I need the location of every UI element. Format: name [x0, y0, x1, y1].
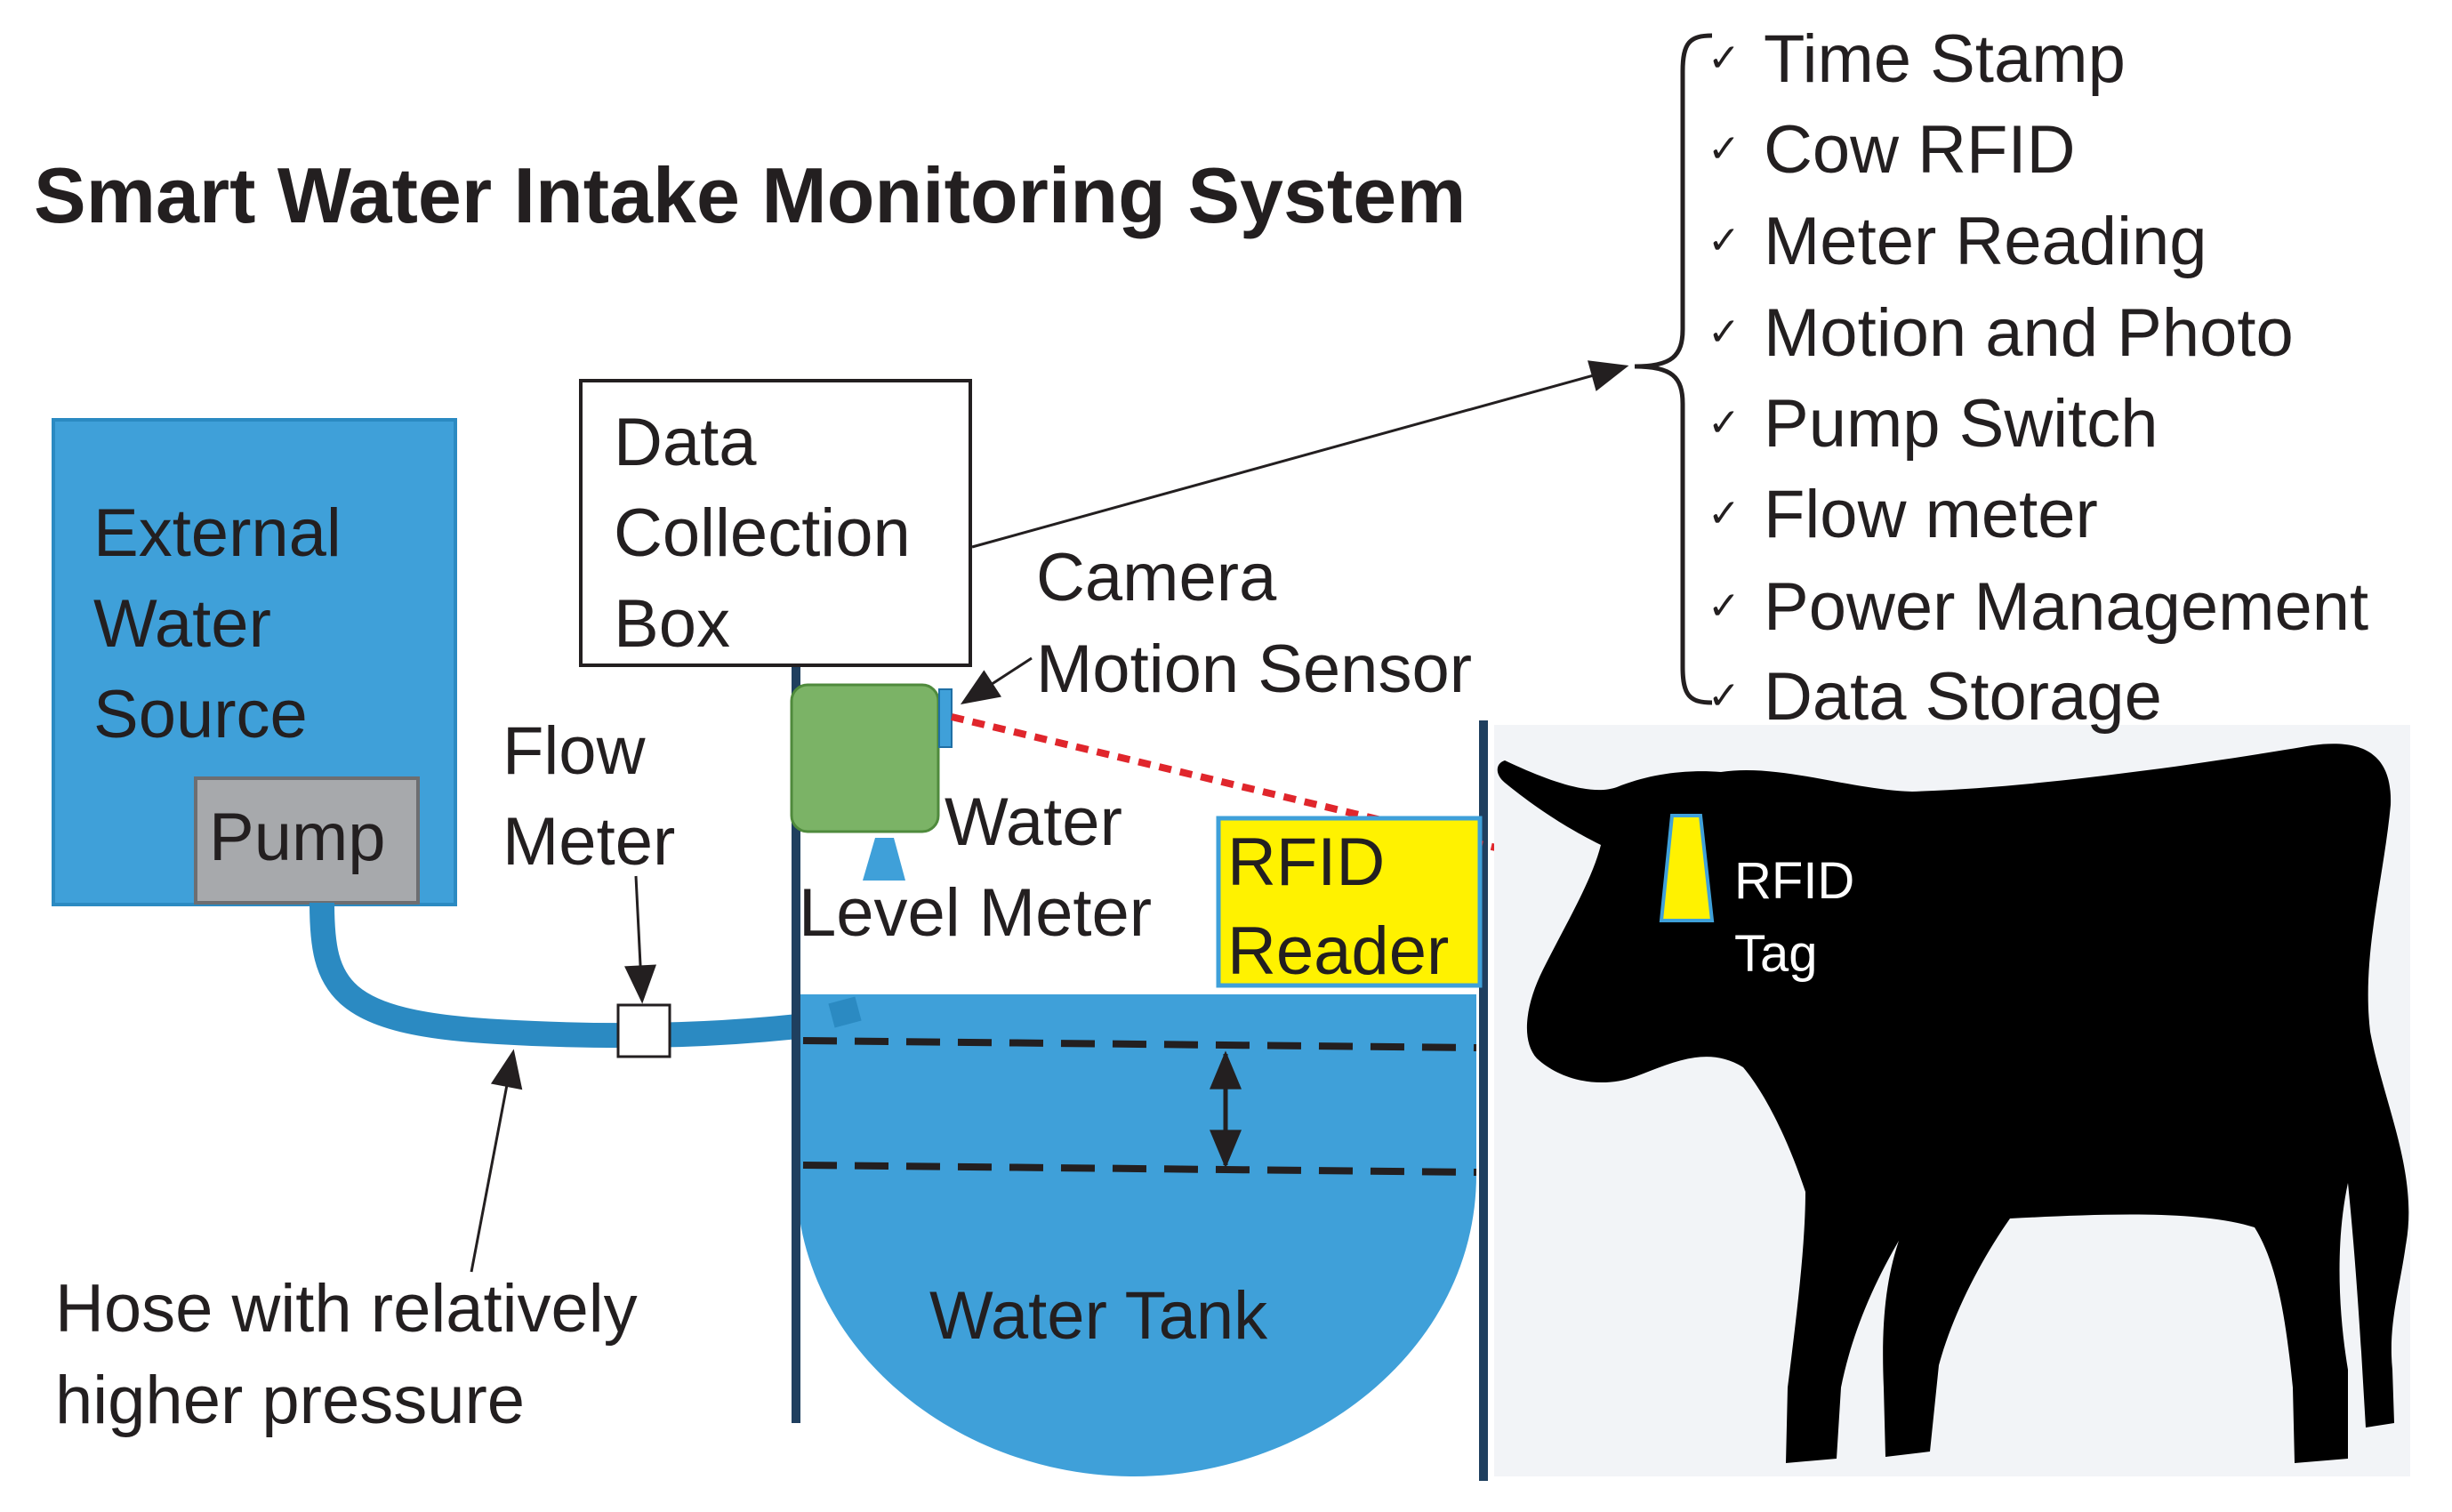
rfid-reader-label-1: RFID [1227, 824, 1385, 900]
feature-list-brace [1634, 33, 1713, 705]
check-icon: ✓ [1708, 127, 1741, 171]
check-icon: ✓ [1708, 492, 1741, 535]
camera-label-1: Camera [1036, 540, 1277, 615]
feature-item-cow-rfid: Cow RFID [1764, 112, 2075, 188]
rfid-reader-box [1216, 816, 1483, 988]
flow-meter-box [616, 1003, 671, 1058]
check-icon: ✓ [1708, 401, 1741, 445]
check-icon: ✓ [1708, 584, 1741, 628]
camera-label-2: Motion Sensor [1036, 631, 1472, 707]
flow-meter-label-1: Flow [502, 713, 647, 789]
page-title: Smart Water Intake Monitoring System [34, 151, 1466, 239]
camera-lens [938, 688, 953, 748]
rfid-reader-label-2: Reader [1227, 913, 1449, 989]
check-icon: ✓ [1708, 310, 1741, 354]
flow-meter-label-2: Meter [502, 804, 675, 880]
flow-meter-pointer [624, 875, 657, 1004]
pump-box [194, 776, 420, 905]
check-icon: ✓ [1708, 36, 1741, 80]
hose-pointer [470, 1049, 523, 1273]
hose-label-2: higher pressure [55, 1363, 525, 1438]
rfid-tag-label-1: RFID [1734, 852, 1854, 910]
external-source-label-1: External [93, 495, 342, 571]
external-water-source: External Water Source Pump [52, 418, 457, 906]
water-tank-label: Water Tank [929, 1278, 1268, 1354]
feature-list: ✓ Time Stamp ✓ Cow RFID ✓ Meter Reading … [1708, 21, 2368, 735]
water-level-label-1: Water [945, 784, 1122, 860]
camera-sensor-box [790, 683, 940, 833]
data-box-pointer [971, 360, 1629, 549]
feature-item-flow-meter: Flow meter [1764, 477, 2098, 552]
external-source-label-3: Source [93, 677, 308, 752]
data-box-label-1: Data [614, 405, 757, 480]
water-level-low-line [802, 1162, 1477, 1176]
cow-illustration: RFID Tag [1494, 725, 2410, 1476]
feature-item-time-stamp: Time Stamp [1764, 21, 2126, 97]
feature-item-power-management: Power Management [1764, 569, 2368, 645]
hose [310, 902, 856, 1049]
data-box-label-2: Collection [614, 495, 911, 571]
water-level-meter-icon [863, 838, 905, 881]
check-icon: ✓ [1708, 674, 1741, 718]
rfid-tag-label-2: Tag [1734, 925, 1818, 983]
feature-item-pump-switch: Pump Switch [1764, 386, 2159, 462]
check-icon: ✓ [1708, 219, 1741, 262]
camera-pointer [960, 656, 1033, 704]
water-level-high-line [802, 1037, 1477, 1051]
hose-outlet [828, 996, 862, 1028]
data-collection-box [579, 379, 972, 667]
rfid-tag-icon [1659, 814, 1715, 922]
water-level-label-2: Level Meter [799, 875, 1152, 951]
external-source-label-2: Water [93, 586, 271, 662]
pump-label: Pump [209, 800, 386, 875]
feature-item-data-storage: Data Storage [1764, 659, 2162, 735]
data-box-label-3: Box [614, 586, 730, 662]
hose-label-1: Hose with relatively [55, 1271, 638, 1347]
feature-item-motion-photo: Motion and Photo [1764, 295, 2294, 371]
water-tank [796, 994, 1476, 1476]
feature-item-meter-reading: Meter Reading [1764, 204, 2207, 279]
cow-silhouette [1497, 744, 2409, 1463]
